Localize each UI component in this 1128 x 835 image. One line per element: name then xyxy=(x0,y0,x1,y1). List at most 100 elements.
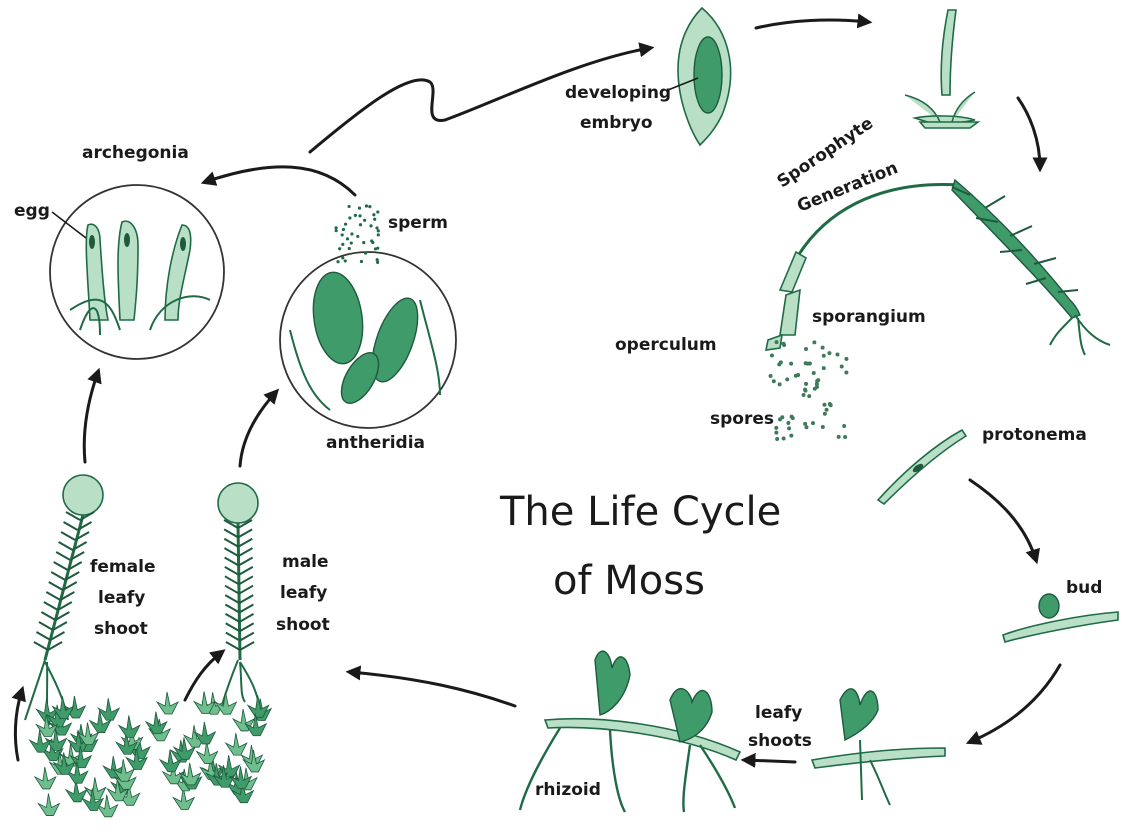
label-archegonia: archegonia xyxy=(82,143,189,163)
label-egg: egg xyxy=(14,201,50,221)
arrow-bud-to-leafy-shoots xyxy=(970,665,1060,742)
dot xyxy=(377,229,380,232)
dot xyxy=(344,223,347,226)
label-sperm: sperm xyxy=(388,213,448,233)
dot xyxy=(812,340,816,344)
dot xyxy=(804,347,808,351)
dot xyxy=(789,362,793,366)
dot xyxy=(806,362,810,366)
bud-illustration xyxy=(1003,594,1118,642)
dot xyxy=(363,219,366,222)
dot xyxy=(794,374,798,378)
label-female-shoot: shoot xyxy=(94,619,148,639)
moss-tuft xyxy=(119,715,140,737)
female-leafy-shoot-illustration xyxy=(25,475,103,725)
dot xyxy=(823,412,827,416)
dot xyxy=(803,388,807,392)
label-sporangium: sporangium xyxy=(812,307,926,327)
dot xyxy=(815,385,819,389)
moss-tuft xyxy=(146,712,167,734)
leaf xyxy=(61,532,89,540)
dot xyxy=(844,370,848,374)
dot xyxy=(842,424,846,428)
label-leafy: leafy xyxy=(755,703,802,723)
label-male: male xyxy=(282,552,329,572)
label-male-shoot: shoot xyxy=(276,615,330,635)
male-leafy-shoot-illustration xyxy=(218,483,258,705)
label-female-leafy: leafy xyxy=(98,588,145,608)
dot xyxy=(368,205,371,208)
dot xyxy=(348,205,351,208)
dot xyxy=(822,354,826,358)
moss-tuft xyxy=(35,767,56,789)
arrow-shoots-left xyxy=(745,760,795,762)
dot xyxy=(360,260,363,263)
dot xyxy=(341,256,344,259)
label-shoots: shoots xyxy=(748,731,812,751)
arrow-colony-to-female xyxy=(15,690,22,760)
dot xyxy=(335,226,338,229)
label-rhizoid: rhizoid xyxy=(535,780,601,800)
dot xyxy=(774,426,778,430)
dot xyxy=(354,214,357,217)
dot xyxy=(786,421,790,425)
label-developing: developing xyxy=(565,83,671,103)
label-spores: spores xyxy=(710,409,774,429)
dot xyxy=(342,228,345,231)
antheridia-circle xyxy=(280,252,456,428)
dot xyxy=(821,346,825,350)
dot xyxy=(769,374,773,378)
dot xyxy=(341,233,344,236)
dot xyxy=(359,223,362,226)
dot xyxy=(781,342,785,346)
dot xyxy=(348,247,351,250)
dot xyxy=(827,351,831,355)
dot xyxy=(844,357,848,361)
dot xyxy=(335,229,338,232)
dot xyxy=(782,437,786,441)
developing-embryo-illustration xyxy=(668,8,731,145)
dot xyxy=(364,252,367,255)
moss-tuft xyxy=(38,794,59,816)
dot xyxy=(802,393,806,397)
dot xyxy=(807,394,811,398)
dot xyxy=(356,235,359,238)
arrow-embryo-to-young-sporophyte xyxy=(756,20,868,28)
arrow-rhizoid-to-colony xyxy=(350,672,515,706)
dot xyxy=(373,218,376,221)
moss-tuft xyxy=(85,777,106,799)
dot xyxy=(376,261,379,264)
dot xyxy=(350,241,353,244)
dot xyxy=(812,371,816,375)
mature-sporophyte-illustration xyxy=(780,180,1110,355)
dot xyxy=(336,260,339,263)
label-male-leafy: leafy xyxy=(280,583,327,603)
dot xyxy=(365,204,368,207)
arrow-protonema-to-bud xyxy=(970,480,1036,560)
dot xyxy=(344,259,347,262)
dot xyxy=(822,366,826,370)
dot xyxy=(775,437,779,441)
dot xyxy=(362,241,365,244)
label-embryo: embryo xyxy=(580,113,653,133)
dot xyxy=(805,425,809,429)
dot xyxy=(790,415,794,419)
label-protonema: protonema xyxy=(982,425,1087,445)
dot xyxy=(837,435,841,439)
dot xyxy=(843,435,847,439)
label-operculum: operculum xyxy=(615,335,717,355)
dot xyxy=(822,403,826,407)
dot xyxy=(778,417,782,421)
diagram-title-line1: The Life Cycle xyxy=(499,489,781,535)
arrow-male-to-antheridia xyxy=(240,392,276,466)
leafy-shoots-illustration xyxy=(812,689,945,805)
label-female: female xyxy=(90,557,155,577)
dot xyxy=(775,340,779,344)
dot xyxy=(369,224,372,227)
dot xyxy=(840,364,844,368)
dot xyxy=(346,237,349,240)
arrow-female-to-archegonia xyxy=(84,372,98,462)
dot xyxy=(787,426,791,430)
